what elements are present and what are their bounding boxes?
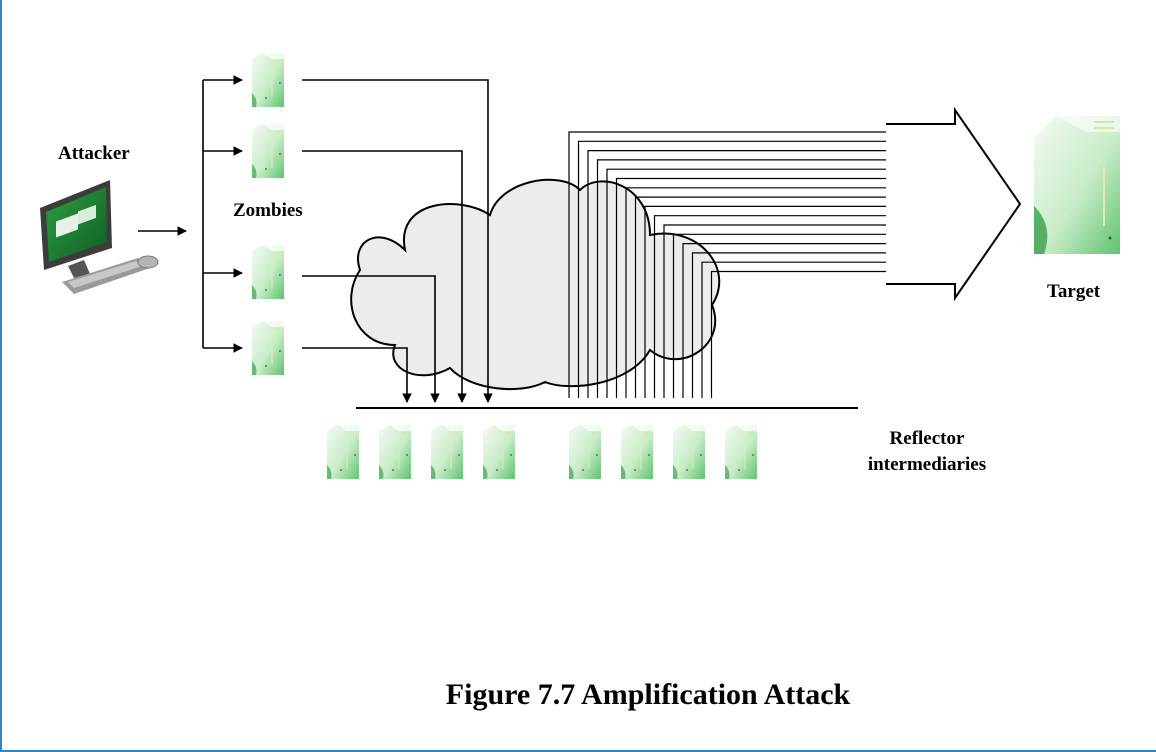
reflectors-group <box>326 424 758 480</box>
reflector-server-icon <box>724 424 758 480</box>
target-label: Target <box>1047 281 1101 302</box>
flood-stream-line <box>577 138 969 398</box>
flood-stream-line <box>701 259 969 398</box>
network-cloud-icon <box>350 178 721 391</box>
slide-border-left <box>0 0 2 752</box>
flood-stream-line <box>672 231 969 398</box>
target-server-icon <box>1034 116 1120 254</box>
reflector-intermediaries-label: Reflector intermediaries <box>862 426 992 478</box>
flood-stream-line <box>653 212 969 398</box>
flood-stream-line <box>710 268 969 398</box>
reflector-server-icon <box>620 424 654 480</box>
flood-stream-line <box>663 222 969 398</box>
flood-stream-line <box>606 166 969 398</box>
flood-stream-line <box>596 156 969 398</box>
flood-stream-line <box>625 184 969 398</box>
zombie-to-reflector-lines <box>302 79 493 403</box>
attacker-computer-icon <box>40 180 159 294</box>
zombie-server-icon <box>251 244 285 300</box>
attacker-to-zombies-connectors <box>138 75 243 353</box>
reflector-server-icon <box>326 424 360 480</box>
slide-border-bottom <box>0 750 1156 752</box>
reflector-label-line2: intermediaries <box>867 454 987 475</box>
flood-stream-line <box>615 175 969 398</box>
flood-stream-line <box>682 240 969 398</box>
zombie-server-icon <box>251 123 285 179</box>
reflector-server-icon <box>430 424 464 480</box>
flood-stream-line <box>691 249 969 398</box>
figure-caption: Figure 7.7 Amplification Attack <box>445 678 851 711</box>
reflector-server-icon <box>482 424 516 480</box>
zombie-server-icon <box>251 52 285 108</box>
flood-stream-line <box>644 203 969 398</box>
flood-stream-line <box>568 129 969 398</box>
attacker-label: Attacker <box>58 143 130 164</box>
reflector-server-icon <box>672 424 706 480</box>
reflector-server-icon <box>378 424 412 480</box>
reflector-label-line1: Reflector <box>889 428 965 449</box>
flood-stream-line <box>634 194 969 398</box>
flood-big-arrow-icon <box>886 106 1022 302</box>
flood-stream-line <box>587 147 969 398</box>
zombies-label: Zombies <box>233 200 303 221</box>
zombie-server-icon <box>251 320 285 376</box>
flood-streams <box>568 129 969 398</box>
reflector-server-icon <box>568 424 602 480</box>
